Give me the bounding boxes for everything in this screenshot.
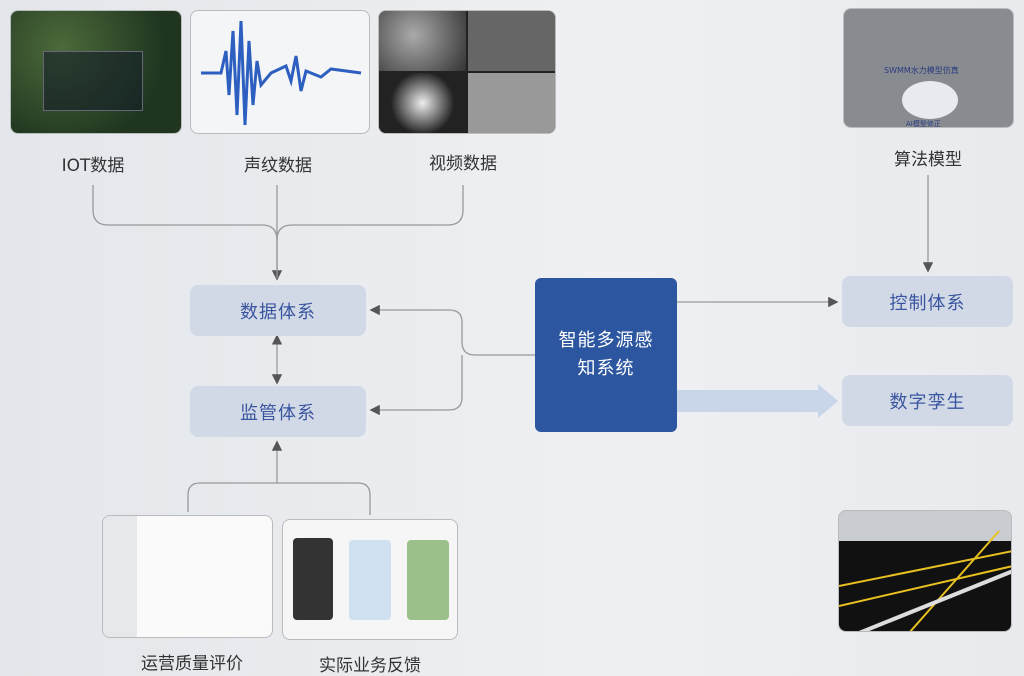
algorithm-model-label: 算法模型 [894,150,962,170]
video-data-label: 视频数据 [429,154,497,174]
digital-twin-arrow [677,384,838,418]
quality-evaluation-label: 运营质量评价 [141,654,243,674]
digital-twin-box: 数字孪生 [842,375,1013,426]
multi-source-sensing-system-box: 智能多源感知系统 [535,278,677,432]
business-feedback-image [282,519,458,640]
supervision-system-box: 监管体系 [190,386,366,437]
acoustic-data-label: 声纹数据 [244,156,312,176]
business-feedback-label: 实际业务反馈 [319,656,421,676]
iot-data-label: IOT数据 [61,156,125,176]
data-system-box: 数据体系 [190,285,366,336]
algorithm-model-image: SWMM水力模型仿真 AI模型修正 [843,8,1014,128]
iot-data-image [10,10,182,134]
digital-twin-image [838,510,1012,632]
video-data-image [378,10,556,134]
control-system-box: 控制体系 [842,276,1013,327]
acoustic-data-image [190,10,370,134]
algorithm-image-subtitle: AI模型修正 [906,120,941,128]
algorithm-image-title: SWMM水力模型仿真 [884,66,959,75]
quality-evaluation-image [102,515,273,638]
